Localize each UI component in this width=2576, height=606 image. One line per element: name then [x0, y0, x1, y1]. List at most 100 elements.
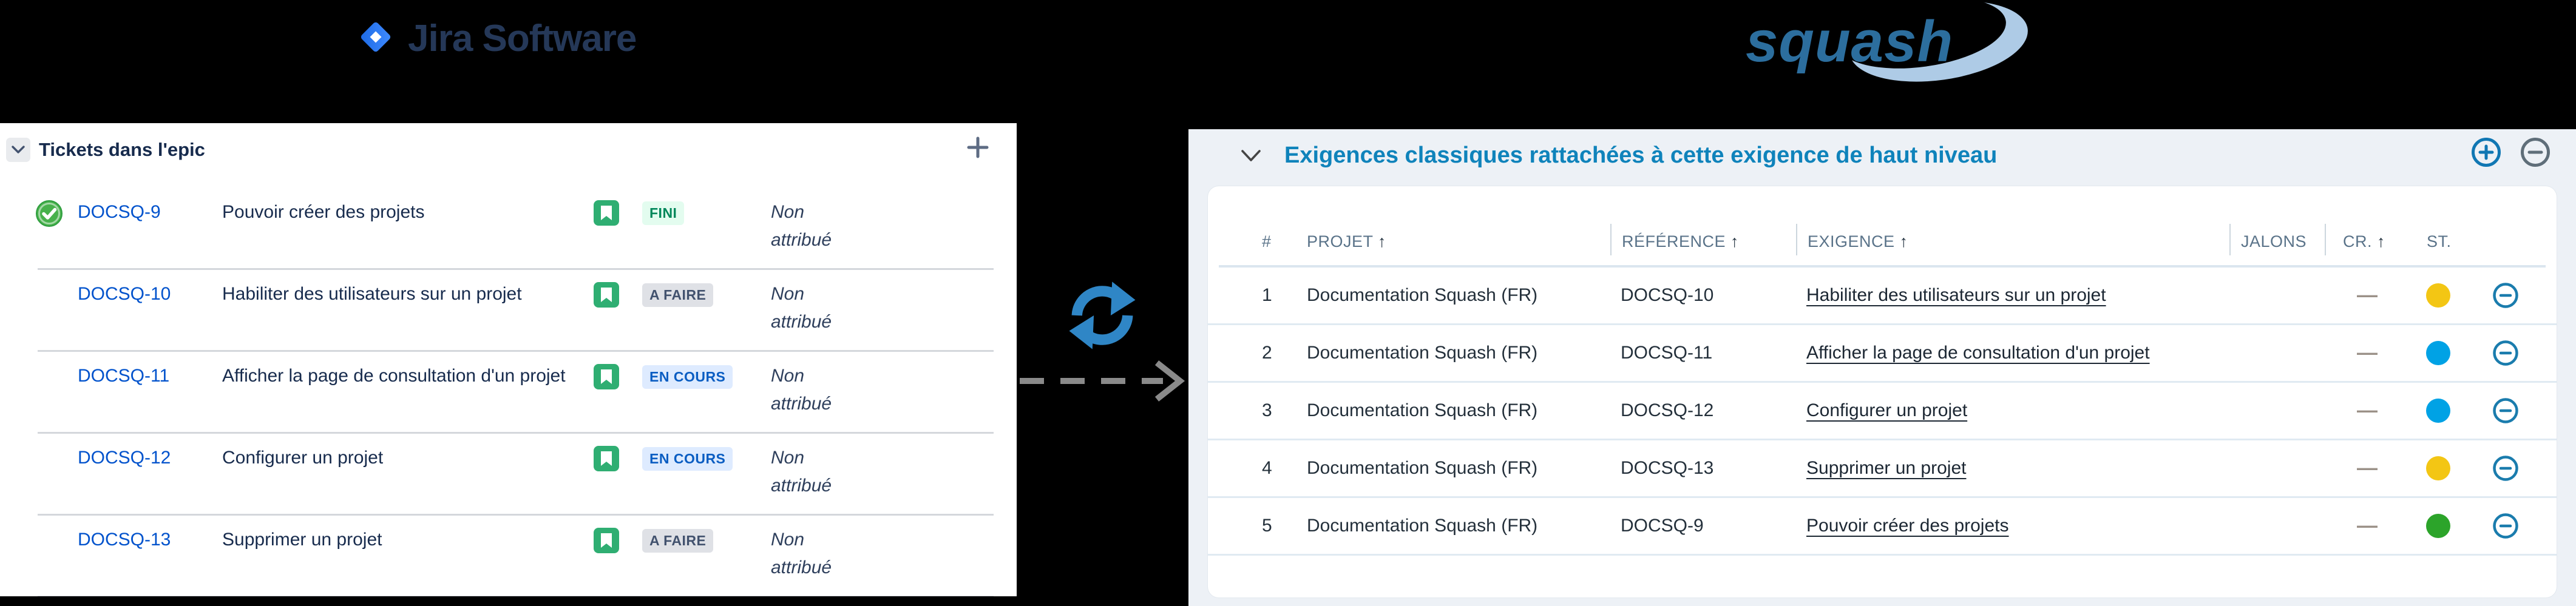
col-criticality[interactable]: CR. ↑ — [2343, 232, 2386, 251]
assignee-label: Non attribué — [771, 202, 832, 250]
status-minus-circle-icon[interactable] — [2492, 397, 2520, 425]
criticality-dot — [2426, 456, 2450, 480]
issue-row: DOCSQ-10 Habiliter des utilisateurs sur … — [0, 270, 1017, 350]
status-minus-circle-icon[interactable] — [2492, 512, 2520, 540]
project-cell: Documentation Squash (FR) — [1307, 343, 1538, 363]
col-num: # — [1262, 232, 1272, 251]
assignee-label: Non attribué — [771, 448, 832, 496]
attach-requirement-button[interactable] — [2470, 136, 2502, 168]
story-type-icon — [594, 446, 619, 471]
sort-asc-icon: ↑ — [1378, 232, 1387, 251]
panel-title: Exigences classiques rattachées à cette … — [1284, 143, 1998, 168]
story-type-icon — [594, 528, 619, 553]
project-cell: Documentation Squash (FR) — [1307, 400, 1538, 420]
milestones-cell: — — [2357, 399, 2378, 422]
epic-issues-header: Tickets dans l'epic — [0, 123, 1017, 188]
requirement-link[interactable]: Habiliter des utilisateurs sur un projet — [1806, 285, 2106, 305]
row-number: 4 — [1262, 458, 1272, 478]
issue-key-link[interactable]: DOCSQ-12 — [78, 448, 171, 468]
col-reference[interactable]: RÉFÉRENCE ↑ — [1622, 232, 1740, 251]
jira-epic-issues-panel: Tickets dans l'epic DOCSQ-9 Pouvoir crée… — [0, 123, 1017, 596]
requirement-link[interactable]: Pouvoir créer des projets — [1806, 516, 2009, 536]
requirement-row: 1 Documentation Squash (FR) DOCSQ-10 Hab… — [1208, 268, 2557, 325]
issue-summary: Afficher la page de consultation d'un pr… — [222, 366, 566, 386]
reference-cell: DOCSQ-12 — [1621, 400, 1714, 420]
criticality-dot — [2426, 283, 2450, 308]
milestones-cell: — — [2357, 514, 2378, 537]
column-separator — [2229, 224, 2231, 255]
issue-row: DOCSQ-13 Supprimer un projet A FAIRE Non… — [0, 516, 1017, 596]
issue-key-link[interactable]: DOCSQ-11 — [78, 366, 170, 386]
jira-software-logo: Jira Software — [356, 17, 637, 60]
issue-row: DOCSQ-11 Afficher la page de consultatio… — [0, 352, 1017, 432]
col-requirement[interactable]: EXIGENCE ↑ — [1808, 232, 1908, 251]
add-issue-button[interactable] — [963, 133, 992, 162]
flow-arrow-icon — [1019, 357, 1188, 408]
panel-title: Tickets dans l'epic — [39, 139, 205, 160]
status-badge: FINI — [642, 201, 685, 225]
collapse-chevron-button[interactable] — [6, 138, 30, 162]
issue-key-link[interactable]: DOCSQ-10 — [78, 284, 171, 304]
status-badge: A FAIRE — [642, 529, 714, 553]
issue-key-link[interactable]: DOCSQ-13 — [78, 530, 171, 550]
requirements-rows: 1 Documentation Squash (FR) DOCSQ-10 Hab… — [1208, 268, 2557, 556]
reference-cell: DOCSQ-13 — [1621, 458, 1714, 478]
story-type-icon — [594, 200, 619, 226]
status-minus-circle-icon[interactable] — [2492, 281, 2520, 309]
column-separator — [1610, 224, 1612, 255]
row-number: 1 — [1262, 285, 1272, 305]
status-minus-circle-icon[interactable] — [2492, 454, 2520, 482]
squash-swoosh-icon — [1837, 0, 2030, 94]
jira-logo-text: Jira Software — [408, 18, 637, 59]
issue-row: DOCSQ-9 Pouvoir créer des projets FINI N… — [0, 188, 1017, 268]
requirement-row: 4 Documentation Squash (FR) DOCSQ-13 Sup… — [1208, 440, 2557, 498]
criticality-dot — [2426, 399, 2450, 423]
row-divider — [38, 432, 994, 434]
issue-summary: Habiliter des utilisateurs sur un projet — [222, 284, 522, 304]
milestones-cell: — — [2357, 341, 2378, 365]
requirement-row: 5 Documentation Squash (FR) DOCSQ-9 Pouv… — [1208, 498, 2557, 556]
criticality-dot — [2426, 514, 2450, 538]
requirement-link[interactable]: Supprimer un projet — [1806, 458, 1967, 478]
issue-summary: Pouvoir créer des projets — [222, 202, 425, 222]
requirement-link[interactable]: Configurer un projet — [1806, 400, 1968, 420]
issue-key-link[interactable]: DOCSQ-9 — [78, 202, 161, 222]
assignee-label: Non attribué — [771, 366, 832, 414]
sort-asc-icon: ↑ — [2377, 232, 2386, 251]
sync-icon — [1067, 280, 1137, 351]
milestones-cell: — — [2357, 283, 2378, 307]
row-divider — [38, 268, 994, 270]
assignee-label: Non attribué — [771, 530, 832, 577]
reference-cell: DOCSQ-11 — [1621, 343, 1713, 363]
reference-cell: DOCSQ-10 — [1621, 285, 1714, 305]
detach-requirement-button[interactable] — [2520, 136, 2551, 168]
assignee-label: Non attribué — [771, 284, 832, 332]
sort-asc-icon: ↑ — [1899, 232, 1908, 251]
col-status: ST. — [2427, 232, 2452, 251]
requirement-link[interactable]: Afficher la page de consultation d'un pr… — [1806, 343, 2150, 363]
row-number: 2 — [1262, 343, 1272, 363]
squash-logo-text: squash — [1746, 9, 1954, 74]
reference-cell: DOCSQ-9 — [1621, 516, 1704, 536]
col-milestones: JALONS — [2241, 232, 2307, 251]
row-divider — [38, 350, 994, 352]
squash-logo: squash — [1746, 0, 2031, 91]
issue-summary: Configurer un projet — [222, 448, 384, 468]
requirement-row: 2 Documentation Squash (FR) DOCSQ-11 Aff… — [1208, 325, 2557, 383]
milestones-cell: — — [2357, 456, 2378, 480]
status-minus-circle-icon[interactable] — [2492, 339, 2520, 367]
requirement-row: 3 Documentation Squash (FR) DOCSQ-12 Con… — [1208, 383, 2557, 440]
status-done-icon — [35, 200, 78, 231]
column-separator — [2325, 224, 2326, 255]
story-type-icon — [594, 364, 619, 389]
status-badge: A FAIRE — [642, 283, 714, 307]
collapse-chevron-icon[interactable] — [1240, 149, 1262, 166]
squash-requirements-panel: Exigences classiques rattachées à cette … — [1188, 129, 2576, 606]
jira-diamond-icon — [356, 17, 396, 60]
row-divider — [38, 514, 994, 516]
col-project[interactable]: PROJET ↑ — [1307, 232, 1387, 251]
row-number: 5 — [1262, 516, 1272, 536]
row-number: 3 — [1262, 400, 1272, 420]
criticality-dot — [2426, 341, 2450, 365]
